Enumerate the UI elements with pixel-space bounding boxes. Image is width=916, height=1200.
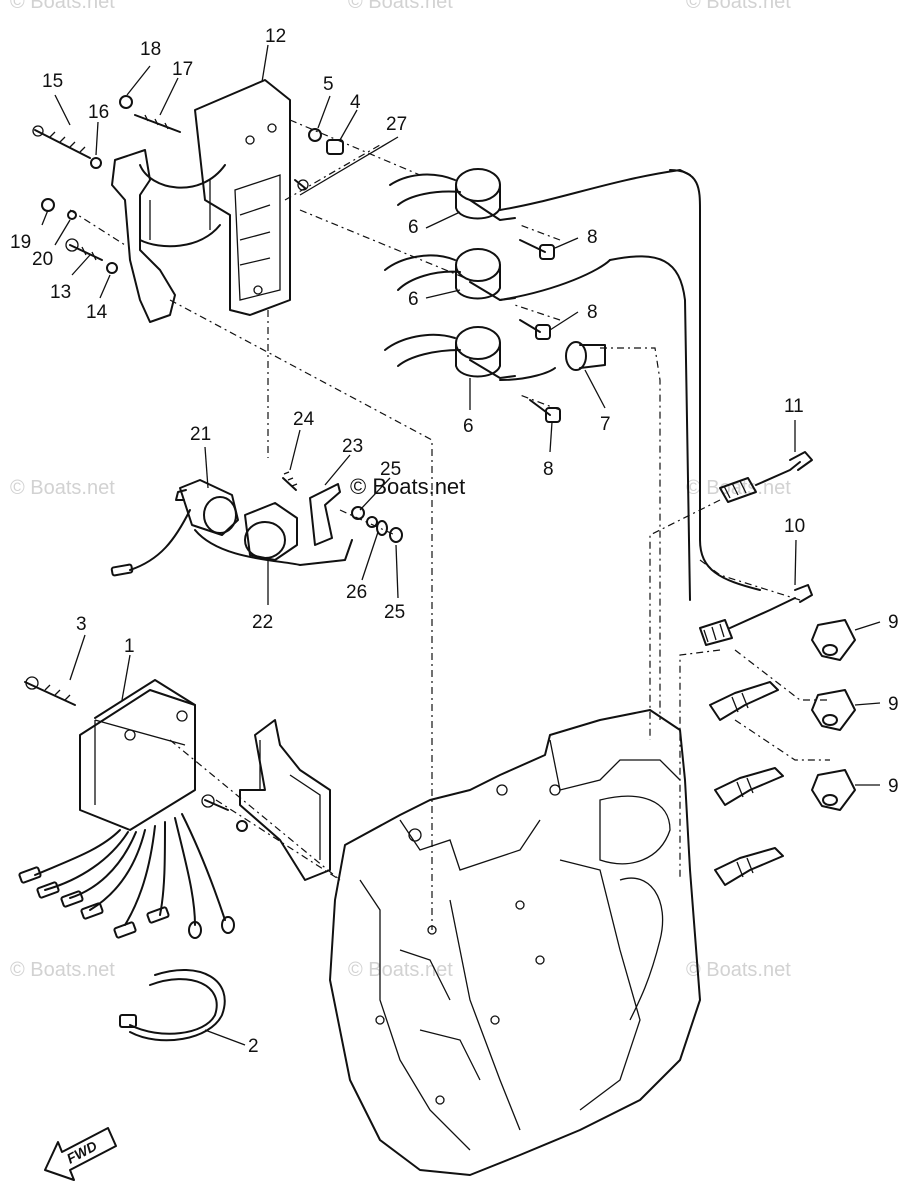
part-12-bracket — [194, 79, 291, 316]
watermark-mid-center: © Boats.net — [350, 474, 465, 499]
bracket-arm — [111, 149, 226, 323]
callout-9-middle: 9 — [888, 694, 899, 715]
callout-8-upper: 8 — [587, 227, 598, 248]
callout-3: 3 — [76, 614, 87, 635]
callout-15: 15 — [42, 71, 63, 92]
callout-numbers: 12 18 17 15 16 5 4 27 6 6 6 8 8 8 7 11 1… — [10, 26, 899, 1057]
callout-6-middle: 6 — [408, 289, 419, 310]
callout-10: 10 — [784, 516, 805, 537]
callout-24: 24 — [293, 409, 315, 430]
watermark-bottom-right: © Boats.net — [686, 959, 791, 981]
wire-routing — [499, 169, 761, 601]
watermark-bottom-center: © Boats.net — [348, 959, 453, 981]
callout-22: 22 — [252, 612, 273, 633]
callout-6-lower: 6 — [463, 416, 474, 437]
callout-8-lower: 8 — [543, 459, 554, 480]
callout-14: 14 — [86, 302, 108, 323]
callout-18: 18 — [140, 39, 161, 60]
watermark-top-left: © Boats.net — [10, 0, 115, 13]
watermark-mid-left: © Boats.net — [10, 477, 115, 499]
callout-13: 13 — [50, 282, 71, 303]
callout-20: 20 — [32, 249, 53, 270]
callout-27: 27 — [386, 114, 407, 135]
callout-7: 7 — [600, 414, 611, 435]
callout-1: 1 — [124, 636, 135, 657]
cdi-wire-harness — [18, 813, 235, 939]
watermark-top-right: © Boats.net — [686, 0, 791, 13]
fasteners-upper-left — [32, 95, 181, 274]
coil-middle — [384, 248, 516, 301]
grommet — [565, 341, 606, 371]
sensors — [699, 451, 813, 646]
mounting-bracket — [201, 719, 331, 881]
callout-leaders — [41, 44, 881, 1046]
callout-9-lower: 9 — [888, 776, 899, 797]
engine-block — [329, 709, 701, 1176]
callout-23: 23 — [342, 436, 363, 457]
ignition-coils — [384, 168, 516, 379]
cable-band — [119, 969, 226, 1042]
callout-26: 26 — [346, 582, 367, 603]
callout-19: 19 — [10, 232, 31, 253]
fasteners-4-5-27 — [294, 128, 344, 191]
callout-5: 5 — [323, 74, 334, 95]
callout-8-middle: 8 — [587, 302, 598, 323]
watermarks: © Boats.net © Boats.net © Boats.net © Bo… — [10, 0, 791, 981]
relay-group — [110, 471, 403, 577]
callout-17: 17 — [172, 59, 193, 80]
callout-12: 12 — [265, 26, 286, 47]
watermark-bottom-left: © Boats.net — [10, 959, 115, 981]
callout-11: 11 — [784, 396, 804, 417]
callout-25-lower: 25 — [384, 602, 405, 623]
callout-4: 4 — [350, 92, 361, 113]
callout-21: 21 — [190, 424, 211, 445]
callout-2: 2 — [248, 1036, 259, 1057]
callout-6-upper: 6 — [408, 217, 419, 238]
coil-lower — [384, 326, 516, 379]
callout-9-upper: 9 — [888, 612, 899, 633]
callout-16: 16 — [88, 102, 109, 123]
coil-bolts — [519, 239, 561, 423]
callout-25-upper: 25 — [380, 459, 401, 480]
watermark-mid-right: © Boats.net — [686, 477, 791, 499]
watermark-top-center: © Boats.net — [348, 0, 453, 13]
spark-plug-caps — [811, 619, 856, 811]
fwd-arrow: FWD — [44, 1127, 117, 1181]
cdi-unit — [18, 676, 235, 939]
coil-upper — [389, 168, 516, 221]
assembly-lines — [69, 119, 830, 930]
spark-plugs — [709, 681, 784, 886]
